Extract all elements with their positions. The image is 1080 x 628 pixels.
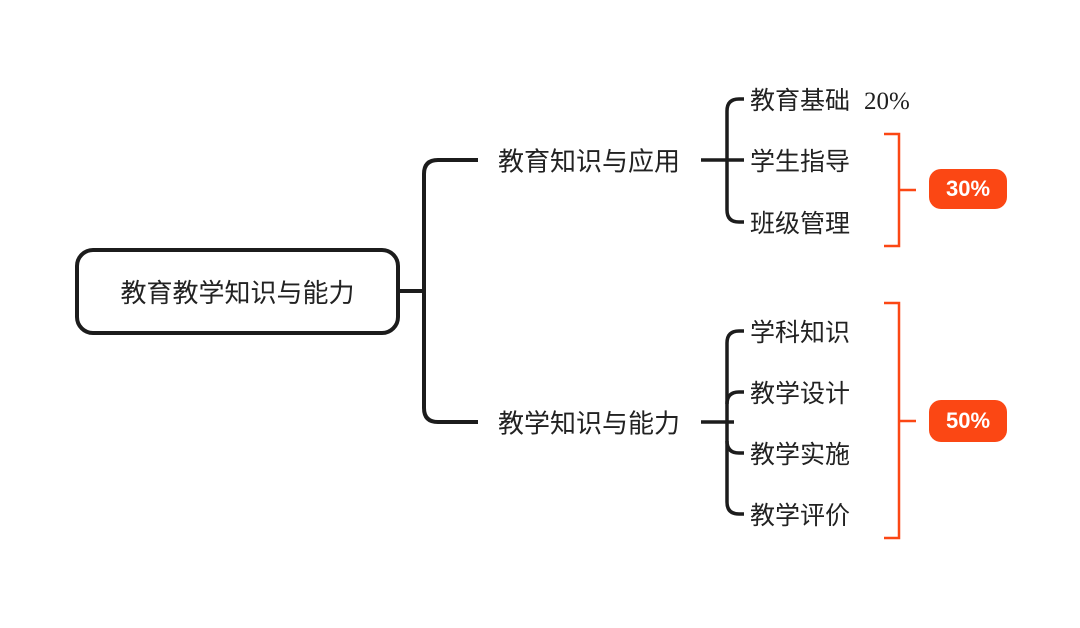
connector-child-hook-design [725,390,744,405]
summary-bracket-30 [884,132,901,248]
connector-main-trunk [422,158,478,424]
percentage-badge-30[interactable]: 30% [929,169,1007,209]
child-node-label: 教学实施 [750,441,851,469]
child-node-label: 学生指导 [750,148,851,176]
child-node-teaching-implementation[interactable]: 教学实施 [750,435,850,471]
child-node-education-basics[interactable]: 教育基础 20% [750,81,910,117]
root-node[interactable]: 教育教学知识与能力 [75,248,400,335]
branch-node-teaching-knowledge[interactable]: 教学知识与能力 [498,408,681,439]
summary-bracket-50 [884,301,901,540]
child-weight-label: 20% [864,88,910,115]
connector-child-hook-implement [725,440,744,455]
child-node-teaching-evaluation[interactable]: 教学评价 [750,496,850,532]
child-node-label: 教学设计 [750,380,851,408]
branch-node-education-knowledge[interactable]: 教育知识与应用 [498,146,681,177]
child-node-subject-knowledge[interactable]: 学科知识 [750,313,850,349]
child-node-label: 班级管理 [750,210,851,238]
child-node-class-management[interactable]: 班级管理 [750,204,850,240]
root-node-label: 教育教学知识与能力 [120,278,355,308]
percentage-badge-50[interactable]: 50% [929,400,1007,442]
connector-branch2-trunk [725,329,744,516]
child-node-student-guidance[interactable]: 学生指导 [750,142,850,178]
child-node-teaching-design[interactable]: 教学设计 [750,374,850,410]
child-node-label: 教育基础 [750,87,851,115]
child-node-label: 学科知识 [750,319,851,347]
child-node-label: 教学评价 [750,502,851,530]
connector-branch1-trunk [725,97,744,224]
